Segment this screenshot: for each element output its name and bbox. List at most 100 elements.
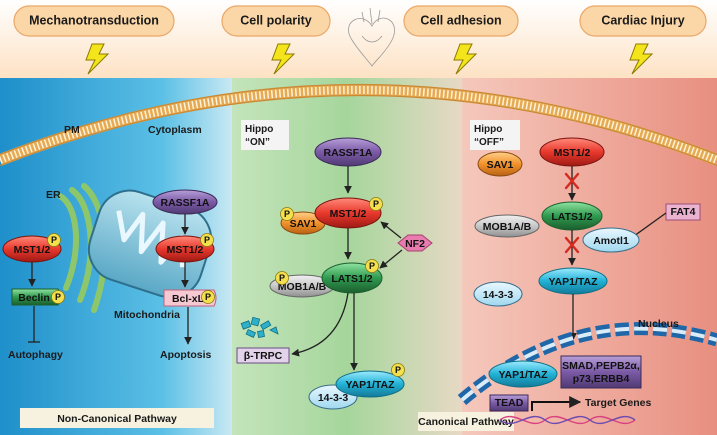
trigger-cell-adhesion: Cell adhesion — [403, 5, 519, 37]
hippo-on-line1: Hippo — [245, 124, 273, 135]
svg-text:Mechanotransduction: Mechanotransduction — [29, 13, 159, 27]
svg-text:14-3-3: 14-3-3 — [318, 392, 349, 404]
non-canonical-footer: Non-Canonical Pathway — [57, 413, 177, 425]
svg-text:Beclin: Beclin — [18, 292, 50, 304]
node-amotl1: Amotl1 — [582, 227, 640, 253]
svg-text:p73,ERBB4: p73,ERBB4 — [573, 373, 630, 385]
svg-text:Cell polarity: Cell polarity — [240, 13, 312, 27]
phospho-badges: P P P P P P P P P — [47, 197, 405, 377]
heart-sketch-icon — [348, 7, 395, 67]
trigger-cardiac-injury: Cardiac Injury — [579, 5, 707, 37]
canonical-footer-box — [418, 412, 514, 431]
svg-text:MST1/2: MST1/2 — [167, 244, 204, 256]
svg-text:Amotl1: Amotl1 — [593, 235, 629, 247]
svg-text:P: P — [369, 261, 375, 271]
svg-text:P: P — [284, 209, 290, 219]
lightning-bolt-icon — [629, 43, 654, 75]
svg-text:MOB1A/B: MOB1A/B — [278, 281, 327, 293]
outcome-apoptosis: Apoptosis — [160, 349, 211, 361]
lightning-bolt-icon — [453, 43, 478, 75]
node-rassf1a-left: RASSF1A — [152, 189, 218, 215]
arrow-nf2-to-lats — [379, 249, 403, 269]
node-cofactors: SMAD,PEPB2α, p73,ERBB4 — [560, 355, 642, 389]
arrow-nf2-to-mst — [380, 221, 402, 239]
svg-text:SAV1: SAV1 — [290, 218, 317, 230]
trigger-mechanotransduction: Mechanotransduction — [13, 5, 175, 37]
svg-text:MST1/2: MST1/2 — [14, 244, 51, 256]
svg-text:14-3-3: 14-3-3 — [483, 289, 514, 301]
inhibition-x-icon — [564, 172, 580, 190]
trigger-cell-polarity: Cell polarity — [221, 5, 331, 37]
node-beta-trpc: β-TRPC — [236, 347, 290, 364]
svg-text:LATS1/2: LATS1/2 — [551, 211, 592, 223]
er-label: ER — [46, 189, 61, 201]
plasma-membrane — [0, 83, 717, 167]
phospho-badge: P — [47, 233, 61, 247]
nucleus-label: Nucleus — [638, 318, 679, 330]
svg-text:YAP1/TAZ: YAP1/TAZ — [345, 379, 395, 391]
non-canonical-footer-box — [20, 408, 214, 428]
svg-text:β-TRPC: β-TRPC — [244, 350, 283, 362]
svg-text:LATS1/2: LATS1/2 — [331, 273, 372, 285]
svg-text:YAP1/TAZ: YAP1/TAZ — [498, 369, 548, 381]
phospho-badge: P — [369, 197, 383, 211]
node-mst12-middle: MST1/2 — [314, 197, 382, 229]
svg-text:P: P — [51, 235, 57, 245]
mitochondria-label: Mitochondria — [114, 309, 180, 321]
node-yaptaz-middle: YAP1/TAZ — [335, 370, 405, 398]
pm-label: PM — [64, 124, 80, 136]
svg-text:NF2: NF2 — [405, 238, 425, 250]
node-14-3-3-right: 14-3-3 — [473, 281, 523, 307]
hippo-off-box — [470, 120, 520, 150]
svg-text:P: P — [204, 235, 210, 245]
cytoplasm-label: Cytoplasm — [148, 124, 202, 136]
dna-helix-icon — [499, 415, 636, 425]
hippo-on-line2: “ON” — [245, 137, 270, 148]
outcome-autophagy: Autophagy — [8, 349, 63, 361]
node-mst12-right: MST1/2 — [539, 137, 605, 167]
svg-text:MST1/2: MST1/2 — [554, 147, 591, 159]
node-sav1-right: SAV1 — [477, 151, 523, 177]
target-genes-arrow — [531, 396, 582, 411]
hippo-on-box — [241, 120, 289, 150]
arrow-lats-to-btrpc — [291, 292, 349, 357]
phospho-badge: P — [201, 290, 215, 304]
svg-text:P: P — [373, 199, 379, 209]
inhibition-x-icon — [564, 236, 580, 254]
node-rassf1a-middle: RASSF1A — [314, 137, 382, 167]
phospho-badge: P — [275, 271, 289, 285]
phospho-badge: P — [280, 207, 294, 221]
lightning-bolt-icon — [271, 43, 296, 75]
node-lats12-right: LATS1/2 — [541, 201, 603, 231]
svg-text:SAV1: SAV1 — [487, 159, 514, 171]
svg-text:YAP1/TAZ: YAP1/TAZ — [548, 276, 598, 288]
node-fat4: FAT4 — [665, 203, 701, 221]
node-nf2: NF2 — [397, 234, 433, 252]
hippo-off-line1: Hippo — [474, 124, 502, 135]
svg-text:P: P — [395, 365, 401, 375]
svg-text:P: P — [205, 292, 211, 302]
svg-text:Cell adhesion: Cell adhesion — [420, 13, 501, 27]
svg-text:TEAD: TEAD — [495, 397, 524, 409]
degraded-fragments-icon — [240, 316, 279, 338]
phospho-badge: P — [51, 290, 65, 304]
svg-text:SMAD,PEPB2α,: SMAD,PEPB2α, — [562, 360, 640, 372]
hippo-off-line2: “OFF” — [474, 137, 504, 148]
phospho-badge: P — [200, 233, 214, 247]
node-tead: TEAD — [489, 394, 529, 412]
node-yaptaz-nucleus: YAP1/TAZ — [488, 360, 558, 388]
node-yaptaz-right: YAP1/TAZ — [538, 267, 608, 295]
node-mob1ab-right: MOB1A/B — [474, 214, 540, 238]
svg-text:RASSF1A: RASSF1A — [160, 197, 209, 209]
svg-text:FAT4: FAT4 — [671, 206, 696, 218]
svg-text:P: P — [279, 273, 285, 283]
svg-text:Bcl-xL: Bcl-xL — [172, 293, 205, 305]
svg-text:MST1/2: MST1/2 — [330, 208, 367, 220]
target-genes-label: Target Genes — [585, 397, 651, 409]
svg-text:RASSF1A: RASSF1A — [323, 147, 372, 159]
inhibit-beclin-to-autophagy — [28, 306, 40, 343]
phospho-badge: P — [391, 363, 405, 377]
lightning-bolt-icon — [85, 43, 110, 75]
